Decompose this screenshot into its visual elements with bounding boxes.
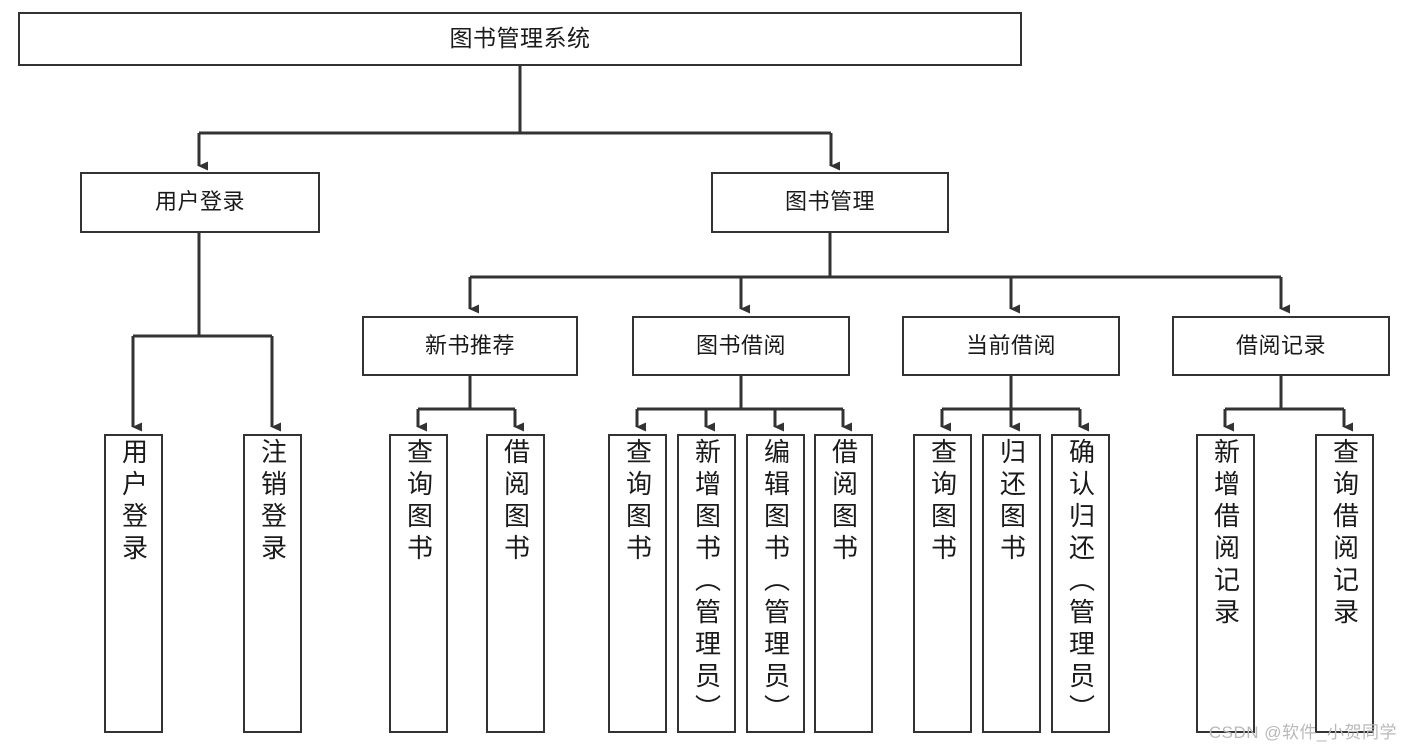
node-user-login[interactable]: 用户登录	[80, 172, 320, 233]
leaf-current-query-book[interactable]: 查询图书	[913, 434, 972, 733]
node-label: 查询图书	[622, 438, 653, 566]
node-label: 借阅图书	[828, 438, 859, 566]
leaf-user-login-logout[interactable]: 注销登录	[243, 434, 302, 733]
watermark-text: CSDN @软件_小贺同学	[1208, 723, 1397, 742]
node-label: 确认归还（管理员）	[1065, 438, 1096, 726]
leaf-borrow-edit-book-admin[interactable]: 编辑图书（管理员）	[746, 434, 805, 733]
leaf-record-query-record[interactable]: 查询借阅记录	[1315, 434, 1374, 733]
node-label: 编辑图书（管理员）	[760, 438, 791, 726]
node-borrow-record[interactable]: 借阅记录	[1172, 316, 1390, 376]
node-label: 查询借阅记录	[1329, 438, 1360, 630]
node-label: 查询图书	[927, 438, 958, 566]
node-label: 新增图书（管理员）	[691, 438, 722, 726]
node-label: 归还图书	[996, 438, 1027, 566]
node-label: 图书管理系统	[449, 25, 591, 52]
node-label: 新增借阅记录	[1210, 438, 1241, 630]
node-label: 图书借阅	[695, 332, 786, 358]
node-label: 用户登录	[154, 189, 245, 215]
leaf-user-login-login[interactable]: 用户登录	[104, 434, 163, 733]
node-new-book-recommend[interactable]: 新书推荐	[362, 316, 578, 376]
node-root-system[interactable]: 图书管理系统	[18, 12, 1022, 66]
leaf-borrow-add-book-admin[interactable]: 新增图书（管理员）	[677, 434, 736, 733]
leaf-record-add-record[interactable]: 新增借阅记录	[1196, 434, 1255, 733]
node-label: 新书推荐	[424, 332, 515, 358]
node-label: 当前借阅	[965, 332, 1056, 358]
node-current-borrow[interactable]: 当前借阅	[902, 316, 1120, 376]
node-book-borrow[interactable]: 图书借阅	[632, 316, 850, 376]
leaf-recommend-query-book[interactable]: 查询图书	[389, 434, 448, 733]
node-label: 借阅记录	[1235, 332, 1326, 358]
node-label: 查询图书	[403, 438, 434, 566]
leaf-borrow-query-book[interactable]: 查询图书	[608, 434, 667, 733]
leaf-recommend-borrow-book[interactable]: 借阅图书	[486, 434, 545, 733]
node-book-management[interactable]: 图书管理	[711, 172, 949, 233]
leaf-current-confirm-return-admin[interactable]: 确认归还（管理员）	[1051, 434, 1110, 733]
node-label: 借阅图书	[500, 438, 531, 566]
leaf-borrow-borrow-book[interactable]: 借阅图书	[814, 434, 873, 733]
leaf-current-return-book[interactable]: 归还图书	[982, 434, 1041, 733]
node-label: 注销登录	[257, 438, 288, 566]
node-label: 用户登录	[118, 438, 149, 566]
node-label: 图书管理	[784, 189, 875, 215]
